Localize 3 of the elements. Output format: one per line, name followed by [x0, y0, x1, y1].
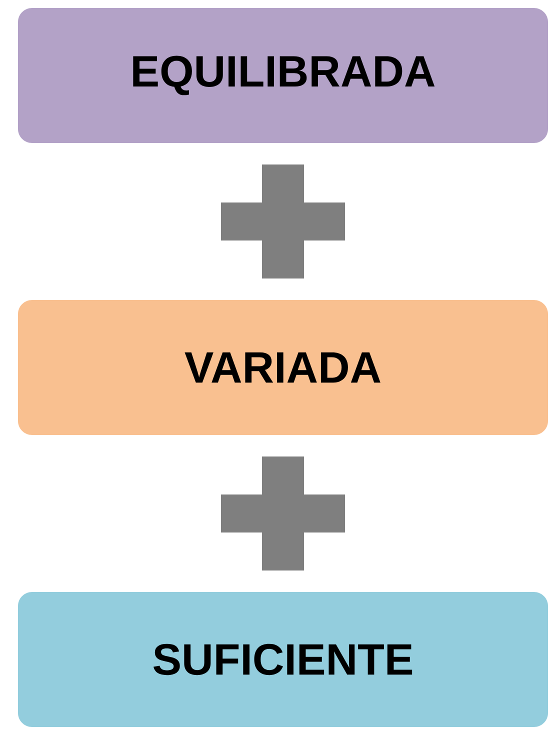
text-box: EQUILIBRADA: [18, 8, 548, 143]
text-box: VARIADA: [18, 300, 548, 435]
text-box: SUFICIENTE: [18, 592, 548, 727]
